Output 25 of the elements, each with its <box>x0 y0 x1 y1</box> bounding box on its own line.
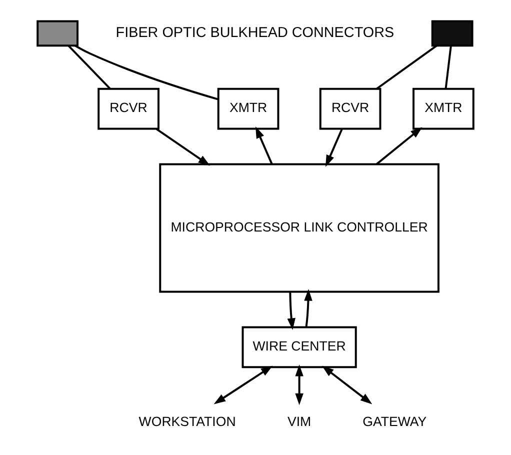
label: FIBER OPTIC BULKHEAD CONNECTORS <box>116 24 394 41</box>
arrow <box>304 288 312 327</box>
node-box: MICROPROCESSOR LINK CONTROLLER <box>159 162 440 292</box>
node-box <box>431 20 474 46</box>
connector <box>376 44 438 90</box>
node-box: RCVR <box>319 87 382 130</box>
arrow <box>256 126 273 164</box>
connector <box>74 44 218 100</box>
arrow <box>295 364 304 405</box>
arrow <box>214 365 273 404</box>
node-box: XMTR <box>412 87 474 130</box>
node-box: XMTR <box>217 87 280 130</box>
node-box <box>36 20 79 46</box>
arrow <box>156 128 210 166</box>
arrow <box>376 126 422 164</box>
connector <box>68 44 111 89</box>
node-box: RCVR <box>98 87 160 130</box>
node-text: GATEWAY <box>362 414 427 429</box>
arrow <box>326 128 343 166</box>
arrow <box>322 365 372 404</box>
node-text: WORKSTATION <box>138 414 236 429</box>
node-box: WIRE CENTER <box>242 326 357 368</box>
arrow <box>287 292 296 330</box>
node-text: VIM <box>287 414 312 429</box>
connector <box>444 45 452 88</box>
